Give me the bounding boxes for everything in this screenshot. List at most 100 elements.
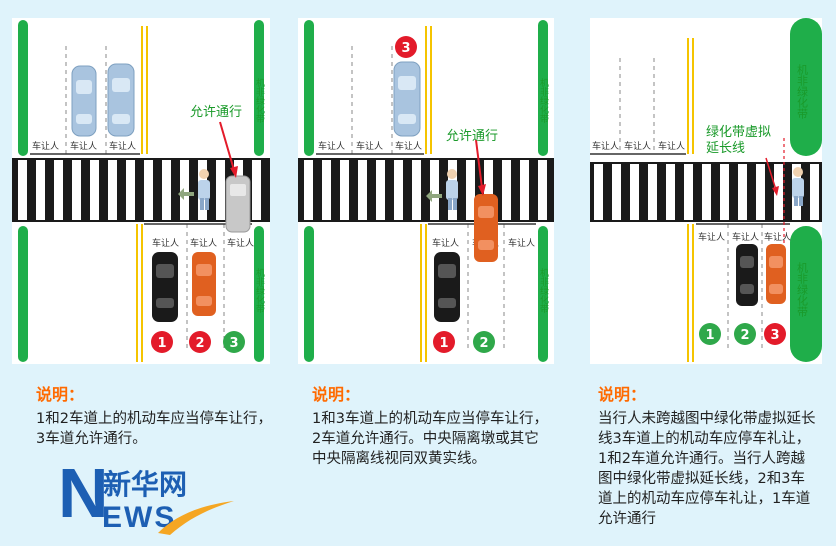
- caption-3: 说明： 当行人未跨越图中绿化带虚拟延长线3车道上的机动车应停车礼让，1和2车道允…: [598, 385, 818, 529]
- blue-car: [107, 63, 135, 137]
- caption-title: 说明：: [598, 385, 647, 404]
- right-green-belt-bottom: [254, 226, 264, 362]
- orange-car: [192, 252, 216, 316]
- median-green-belt-bottom: [790, 226, 822, 362]
- zebra-stripe: [394, 160, 403, 220]
- annotation-allowed: 允许通行: [190, 104, 242, 120]
- side-label: 机非绿化带: [796, 261, 809, 318]
- zebra-stripe: [412, 160, 421, 220]
- blue-car: [71, 65, 97, 137]
- zebra-stripe: [126, 160, 135, 220]
- black-car: [434, 252, 460, 322]
- caption-title: 说明：: [312, 385, 361, 404]
- lane-badge: 3: [223, 331, 245, 353]
- lane-label: 车让人: [190, 237, 217, 249]
- pedestrian-icon: [792, 167, 804, 206]
- svg-text:2: 2: [740, 328, 749, 343]
- zebra-stripe: [520, 160, 529, 220]
- zebra-stripe: [594, 164, 603, 220]
- lane-badge: 2: [473, 331, 495, 353]
- zebra-stripe: [648, 164, 657, 220]
- black-car: [736, 244, 758, 306]
- left-green-belt-bottom: [18, 226, 28, 362]
- lane-label: 车让人: [624, 140, 651, 152]
- lane-label: 车让人: [764, 231, 791, 243]
- zebra-stripe: [738, 164, 747, 220]
- arrow-left-icon: [426, 190, 442, 202]
- black-car: [152, 252, 178, 322]
- lane-label: 车让人: [318, 140, 345, 152]
- xinhua-news-logo: N 新华网 EWS: [58, 455, 238, 543]
- annotation-allowed: 允许通行: [446, 128, 498, 144]
- lane-label: 车让人: [592, 140, 619, 152]
- zebra-stripe: [304, 160, 313, 220]
- zebra-stripe: [466, 160, 475, 220]
- panel-1-road-diagram: 车让人 车让人 车让人 车让人 车让人 车让人: [12, 20, 270, 362]
- zebra-stripe: [358, 160, 367, 220]
- zebra-stripe: [90, 160, 99, 220]
- zebra-stripe: [108, 160, 117, 220]
- panel-3-road-diagram: 车让人 车让人 车让人 车让人 车让人 车让人 绿化带虚拟 延长线 机非绿化带 …: [590, 18, 822, 362]
- orange-car: [766, 244, 786, 304]
- zebra-stripe: [162, 160, 171, 220]
- svg-text:3: 3: [770, 328, 779, 343]
- lane-badge: 2: [734, 323, 756, 345]
- zebra-stripe: [322, 160, 331, 220]
- zebra-stripe: [36, 160, 45, 220]
- caption-text: 当行人未跨越图中绿化带虚拟延长线3车道上的机动车应停车礼让，1和2车道允许通行。…: [598, 411, 816, 527]
- grey-car: [225, 175, 251, 233]
- zebra-stripe: [720, 164, 729, 220]
- lane-label: 车让人: [152, 237, 179, 249]
- median-green-belt-top: [790, 18, 822, 156]
- lane-label: 车让人: [658, 140, 685, 152]
- lane-badge: 3: [395, 36, 417, 58]
- lane-badge: 3: [764, 323, 786, 345]
- lane-label: 车让人: [698, 231, 725, 243]
- logo-ews: EWS: [102, 501, 177, 534]
- svg-text:1: 1: [439, 336, 448, 351]
- left-green-belt-top: [18, 20, 28, 156]
- pedestrian-icon: [446, 169, 458, 210]
- zebra-stripe: [810, 164, 819, 220]
- annotation-virtual-line: 绿化带虚拟: [706, 125, 771, 140]
- zebra-stripe: [666, 164, 675, 220]
- scenario-panel-1: 车让人 车让人 车让人 车让人 车让人 车让人: [12, 18, 270, 364]
- caption-text: 1和2车道上的机动车应当停车让行，3车道允许通行。: [36, 411, 272, 447]
- svg-text:3: 3: [401, 41, 410, 56]
- zebra-stripe: [756, 164, 765, 220]
- lane-badge: 2: [189, 331, 211, 353]
- lane-label: 车让人: [395, 140, 422, 152]
- zebra-stripe: [702, 164, 711, 220]
- lane-label: 车让人: [70, 140, 97, 152]
- zebra-stripe: [774, 164, 783, 220]
- svg-text:2: 2: [195, 336, 204, 351]
- zebra-stripe: [684, 164, 693, 220]
- orange-car: [474, 194, 498, 262]
- lane-label: 车让人: [227, 237, 254, 249]
- zebra-stripe: [630, 164, 639, 220]
- zebra-stripe: [376, 160, 385, 220]
- pedestrian-icon: [198, 169, 210, 210]
- zebra-stripe: [430, 160, 439, 220]
- lane-label: 车让人: [32, 140, 59, 152]
- logo-chinese: 新华网: [103, 468, 188, 501]
- zebra-stripe: [54, 160, 63, 220]
- svg-text:1: 1: [157, 336, 166, 351]
- zebra-stripe: [252, 160, 261, 220]
- annotation-virtual-line: 延长线: [706, 141, 745, 156]
- caption-text: 1和3车道上的机动车应当停车让行，2车道允许通行。中央隔离墩或其它中央隔离线视同…: [312, 411, 548, 467]
- zebra-stripe: [612, 164, 621, 220]
- zebra-stripe: [180, 160, 189, 220]
- caption-title: 说明：: [36, 385, 85, 404]
- svg-text:3: 3: [229, 336, 238, 351]
- side-label: 机非绿化带: [538, 267, 549, 314]
- svg-text:2: 2: [479, 336, 488, 351]
- panel-2-road-diagram: 车让人 车让人 车让人 车让人 车让人 车让人 允许通行: [298, 20, 554, 362]
- zebra-stripe: [216, 160, 225, 220]
- blue-car: [393, 61, 421, 137]
- side-label: 机非绿化带: [254, 77, 265, 124]
- zebra-stripe: [484, 160, 493, 220]
- zebra-stripe: [72, 160, 81, 220]
- caption-1: 说明： 1和2车道上的机动车应当停车让行，3车道允许通行。: [36, 385, 274, 449]
- zebra-stripe: [502, 160, 511, 220]
